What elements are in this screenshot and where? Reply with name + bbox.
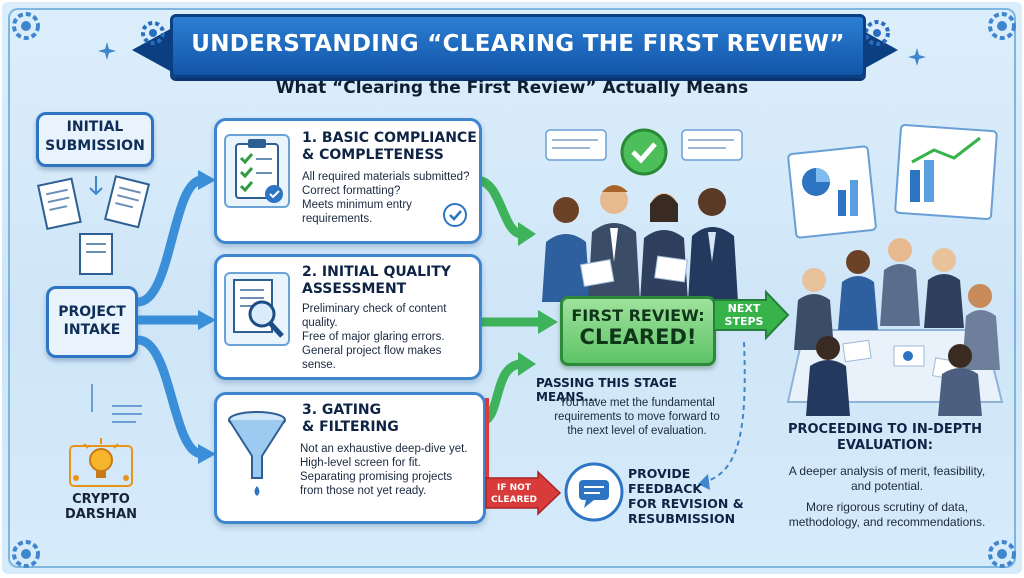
step2-description: Preliminary check of content quality. Fr… [302,302,446,372]
proceeding-head-line2: EVALUATION: [837,438,933,453]
step2-title: 2. INITIAL QUALITY ASSESSMENT [302,264,451,298]
magnifier-document-icon [224,272,290,346]
provide-feedback-text: PROVIDE FEEDBACK FOR REVISION & RESUBMIS… [628,466,768,526]
reviewer-team-illustration [542,128,743,302]
step3-description: Not an exhaustive deep-dive yet. High-le… [300,442,468,498]
initial-submission-line2: SUBMISSION [45,138,145,154]
step3-title-line1: 3. GATING [302,402,382,418]
clipboard-checklist-icon [224,134,290,208]
step3-line: Separating promising projects [300,471,453,483]
document-lines-icon [91,384,142,423]
step2-line: Free of major glaring errors. [302,331,445,343]
feedback-line: FOR REVISION & [628,496,744,511]
if-not-line1: IF NOT [497,483,532,493]
step2-line: General project flow makes [302,345,442,357]
page-subtitle: What “Clearing the First Review” Actuall… [275,78,749,98]
initial-submission-label: INITIAL SUBMISSION [36,112,154,167]
gear-icon [12,540,40,568]
chat-bubble-icon [564,462,624,522]
passing-line: You have met the fundamental [559,397,715,409]
proceeding-line: More rigorous scrutiny of data, [805,500,969,514]
step2-line: quality. [302,317,338,329]
if-not-line2: CLEARED [491,495,537,505]
arrowhead [518,352,536,376]
step2-line: Preliminary check of content [302,303,447,315]
project-intake-box: PROJECT INTAKE [46,286,138,358]
next-steps-line2: STEPS [725,315,764,328]
gear-icon [988,12,1016,40]
step3-line: High-level screen for fit. [300,457,421,469]
page-title: UNDERSTANDING “CLEARING THE FIRST REVIEW… [191,31,845,57]
next-steps-arrow: NEXT STEPS [713,289,790,341]
arrow-to-step3 [137,335,204,459]
check-badge-icon [443,203,467,227]
cleared-line1: FIRST REVIEW: [571,306,705,325]
proceeding-line: and potential. [850,479,924,493]
passing-stage-description: You have met the fundamental requirement… [542,396,732,438]
gear-icon [988,540,1016,568]
passing-line: requirements to move forward to [554,411,720,423]
gear-icon [12,12,40,40]
proceeding-head-line1: PROCEEDING TO IN-DEPTH [787,422,983,437]
feedback-line: FEEDBACK [628,481,703,496]
proceeding-line: A deeper analysis of merit, feasibility, [788,464,986,478]
red-connector [485,398,489,478]
sparkle-icon [98,42,116,60]
step1-title-line1: 1. BASIC COMPLIANCE [302,130,477,146]
proceeding-description: A deeper analysis of merit, feasibility,… [776,464,998,530]
submitted-documents-icon [37,175,151,275]
logo-line2: DARSHAN [64,507,138,522]
gear-icon [864,20,890,46]
arrowhead [198,310,216,330]
next-steps-line1: NEXT [728,302,761,315]
arrowhead [198,170,216,190]
arrowhead [698,474,710,490]
step2-line: sense. [302,359,336,371]
funnel-icon [228,411,286,496]
logo-line1: CRYPTO [72,492,130,507]
initial-submission-line1: INITIAL [66,119,124,135]
reviewer-person [542,197,590,302]
brand-logo-text: CRYPTO DARSHAN [56,492,146,522]
step2-title-line2: ASSESSMENT [302,281,407,297]
proceeding-heading: PROCEEDING TO IN-DEPTH EVALUATION: [780,422,990,454]
cleared-line2: CLEARED! [579,325,697,349]
title-banner: UNDERSTANDING “CLEARING THE FIRST REVIEW… [170,14,866,78]
arrowhead [538,310,558,334]
step3-title: 3. GATING & FILTERING [302,402,399,436]
first-review-cleared-badge: FIRST REVIEW: CLEARED! [560,296,716,366]
feedback-line: RESUBMISSION [628,511,736,526]
step1-line: All required materials submitted? [302,171,470,183]
arrow-step1-to-team [475,175,524,239]
in-depth-evaluation-illustration [786,124,1004,416]
passing-line: the next level of evaluation. [567,425,707,437]
sparkle-icon [908,48,926,66]
step1-line: Meets minimum entry [302,199,412,211]
step2-title-line1: 2. INITIAL QUALITY [302,264,451,280]
outer-frame [8,8,1016,568]
project-intake-line2: INTAKE [63,322,121,338]
project-intake-line1: PROJECT [58,304,126,320]
arrowhead [518,222,536,246]
step1-description: All required materials submitted? Correc… [302,170,469,226]
gear-icon [141,21,165,45]
step1-title-line2: & COMPLETENESS [302,147,444,163]
arrow-to-step1 [136,175,204,307]
if-not-cleared-arrow: IF NOT CLEARED [485,470,562,516]
lightbulb-logo-icon [69,438,133,487]
dashed-feedback-arrow [703,341,746,483]
proceeding-line: methodology, and recommendations. [788,515,986,529]
step3-line: from those not yet ready. [300,485,427,497]
step3-line: Not an exhaustive deep-dive yet. [300,443,468,455]
passing-stage-heading: PASSING THIS STAGE MEANS... [536,376,678,404]
arrowhead [198,444,216,464]
feedback-line: PROVIDE [628,466,691,481]
step1-title: 1. BASIC COMPLIANCE & COMPLETENESS [302,130,477,164]
step1-line: requirements. [302,213,373,225]
step1-line: Correct formatting? [302,185,401,197]
step3-title-line2: & FILTERING [302,419,399,435]
